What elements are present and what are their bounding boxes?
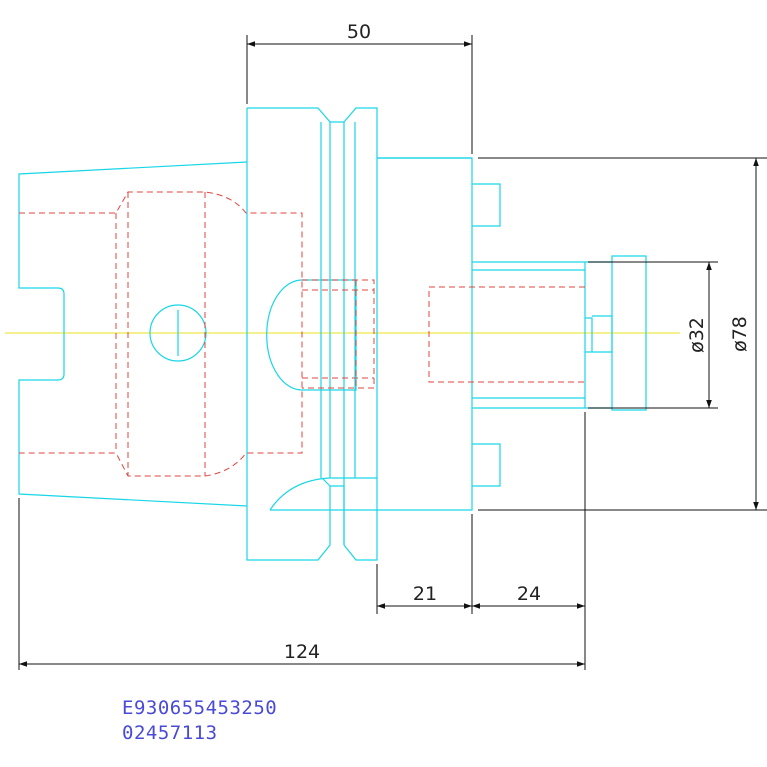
cross-hole <box>149 304 207 362</box>
part-code-2: 02457113 <box>122 722 218 744</box>
taper-shank-outline <box>18 161 248 507</box>
hidden-lines <box>19 191 585 477</box>
dim-32-label: ø32 <box>686 317 708 353</box>
dim-124-label: 124 <box>284 641 320 663</box>
part-codes: E930655453250 02457113 <box>122 696 277 746</box>
body-outline <box>377 157 647 511</box>
dim-78-label: ø78 <box>729 316 751 352</box>
dim-21-label: 21 <box>413 583 437 605</box>
dim-50-label: 50 <box>347 21 371 43</box>
part-code-1: E930655453250 <box>122 697 278 719</box>
dim-24-label: 24 <box>517 583 541 605</box>
flange-outline <box>246 107 472 561</box>
dimension-lines <box>18 35 767 670</box>
